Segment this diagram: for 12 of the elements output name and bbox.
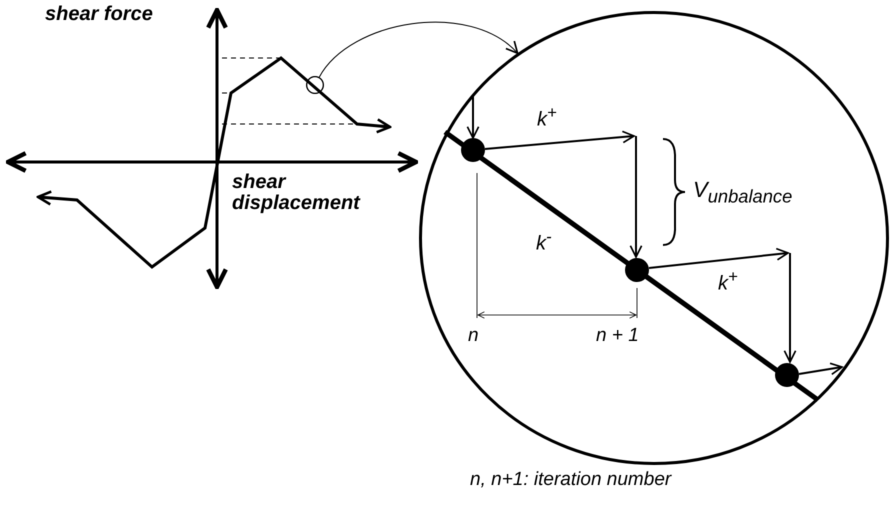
axis-label: shear displacement bbox=[232, 172, 362, 214]
stiffness-label: k$^{-}$ bbox=[536, 228, 552, 255]
axis-label: shear force bbox=[45, 4, 153, 25]
unbalanced-force-label: V$_{unbalance}$ bbox=[693, 178, 792, 206]
caption: n, n+1: iteration number bbox=[470, 470, 672, 490]
point-marker-circle bbox=[306, 76, 324, 94]
iteration-label: n bbox=[468, 326, 479, 346]
iteration-label: n + 1 bbox=[596, 326, 639, 346]
connector-arrow bbox=[318, 22, 518, 78]
magnified-view-circle bbox=[419, 11, 889, 465]
stiffness-label: k$^{+}$ bbox=[718, 268, 738, 295]
stiffness-label: k$^{+}$ bbox=[537, 104, 557, 131]
